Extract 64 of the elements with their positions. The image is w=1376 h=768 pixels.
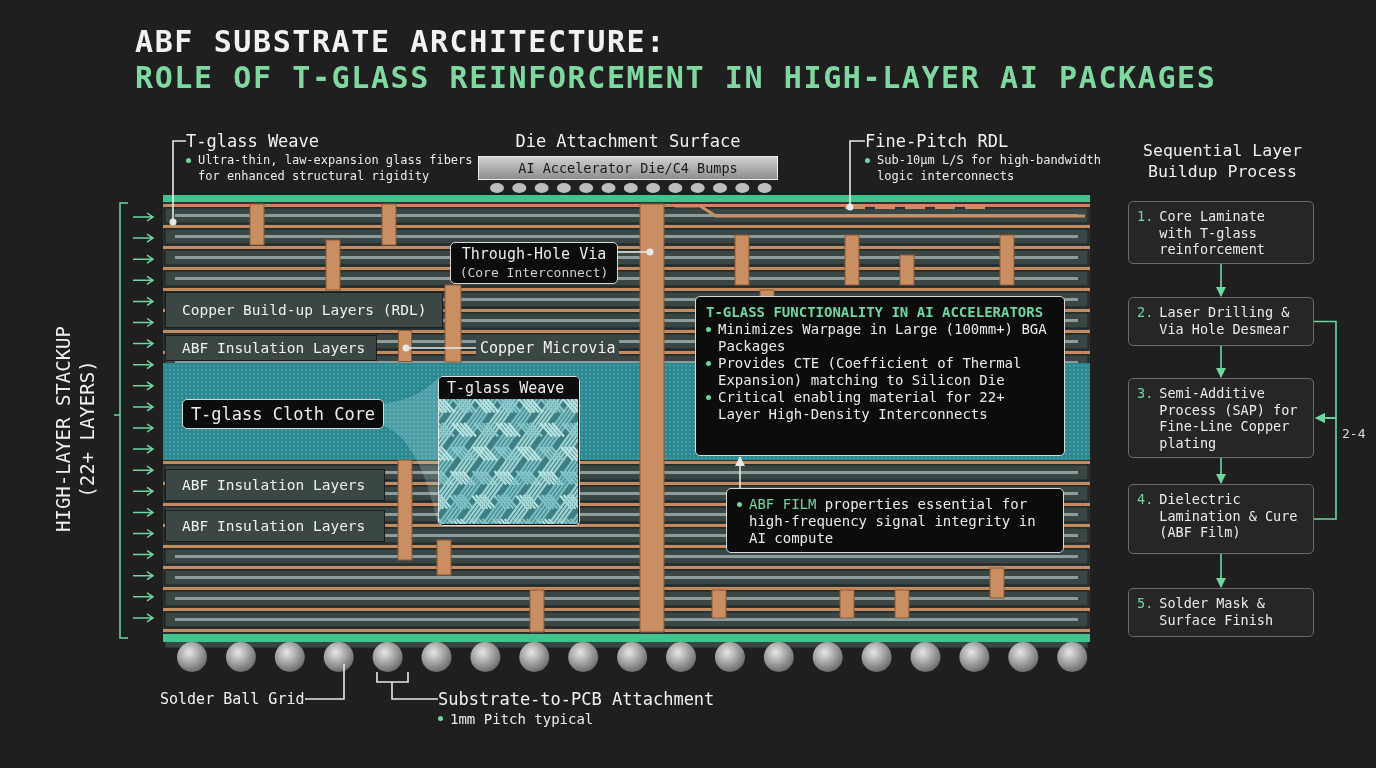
step-box [1128,201,1314,264]
layer-label: ABF Insulation Layers [182,477,366,493]
arrow [1216,457,1226,484]
callout-note: 1mm Pitch typical [450,710,594,728]
info-panel [695,296,1065,456]
step-text: Solder Mask & Surface Finish [1159,595,1275,630]
via-sublabel: (Core Interconnect) [458,264,610,281]
arrow [735,456,745,489]
layer-band [165,292,443,328]
layer-label: ABF Insulation Layers [182,340,366,356]
panel-heading: T-GLASS FUNCTIONALITY IN AI ACCELERATORS [706,304,1045,321]
axis-label: HIGH-LAYER STACKUP (22+ LAYERS) [51,325,99,534]
leader-line [169,140,187,226]
callout-heading: T-glass Weave [186,130,321,152]
arrow [1313,413,1337,520]
bullet-text: Minimizes Warpage in Large (100mm+) BGA Packages [718,321,1048,355]
step-number: 3. [1137,385,1154,403]
step-box [1128,297,1314,346]
layer-band [165,510,385,542]
step-number: 2. [1137,304,1154,322]
label-box [450,242,618,284]
bullet-text: Critical enabling material for 22+ Layer High-Density Interconnects [718,389,1006,423]
copper-microvia [398,330,412,362]
leader-line [304,663,345,700]
layer-label: Copper Build-up Layers (RDL) [182,302,427,318]
layer-band [165,469,385,501]
arrow [1216,345,1226,378]
section-heading: Sequential Layer Buildup Process [1142,140,1303,182]
step-text: Laser Drilling & Via Hole Desmear [1159,304,1291,339]
edge-label: 2-4 [1342,426,1366,441]
via-label: Through-Hole Via [460,244,608,264]
leader-line [846,140,866,211]
subtitle: ROLE OF T-GLASS REINFORCEMENT IN HIGH-LAYER AI PACKAGES [135,60,1217,95]
step-box [1128,588,1314,637]
inset-heading: T-glass Weave [439,377,579,399]
step-text: Dielectric Lamination & Cure (ABF Film) [1159,491,1299,542]
bullet-text: ABF FILM properties essential for high-frequency signal integrity in AI compute [749,496,1037,547]
core-label: T-glass Cloth Core [190,404,376,424]
arrow [1216,553,1226,588]
arrow [1216,263,1226,297]
callout-note: Ultra-thin, law-expansion glass fibers for enhanced structural rigidity [198,152,474,184]
bullet-text: Provides CTE (Coefficient of Thermal Expansion) matching to Silicon Die [718,355,1023,389]
callout-label: Solder Ball Grid [160,689,305,710]
callout-label: Copper Microvia [476,337,620,359]
callout-heading: Substrate-to-PCB Attachment [438,688,716,710]
step-number: 1. [1137,208,1154,226]
callout-heading: Die Attachment Surface [514,130,742,152]
title: ABF SUBSTRATE ARCHITECTURE: [135,24,666,59]
layer-band [165,335,377,361]
die-block: AI Accelerator Die/C4 Bumps [478,156,778,180]
leader-line [376,671,439,700]
inset-panel [438,376,580,526]
step-number: 5. [1137,595,1154,613]
step-text: Core Laminate with T-glass reinforcement [1159,208,1266,257]
step-number: 4. [1137,491,1154,509]
label-box [182,399,384,429]
layer-label: ABF Insulation Layers [182,518,366,534]
info-panel [726,488,1064,553]
step-box [1128,484,1314,554]
leader-line [617,248,654,256]
callout-heading: Fine-Pitch RDL [865,130,1010,152]
step-text: Semi-Additive Process (SAP) for Fine-Line Copper plating [1159,385,1299,451]
callout-note: Sub-10µm L/S for high-bandwidth logic interconnects [877,152,1102,184]
step-box [1128,378,1314,458]
